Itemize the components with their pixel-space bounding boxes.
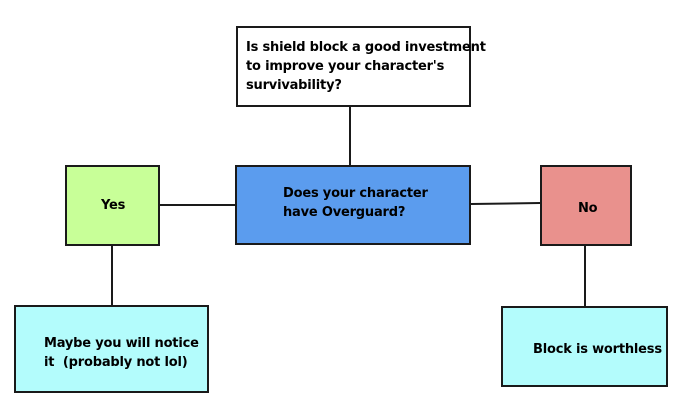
maybe-line-2: it (probably not lol) (44, 355, 188, 370)
connector-overguard-to-no (470, 202, 541, 205)
question-line-3: survivability? (246, 78, 342, 93)
maybe-result-box: Maybe you will notice it (probably not l… (14, 305, 209, 393)
overguard-decision-box: Does your character have Overguard? (235, 165, 471, 245)
overguard-line-1: Does your character (283, 186, 428, 201)
no-label: No (578, 201, 598, 216)
question-line-1: Is shield block a good investment (246, 40, 486, 55)
maybe-line-1: Maybe you will notice (44, 336, 199, 351)
no-box: No (540, 165, 632, 246)
yes-label: Yes (101, 198, 126, 213)
yes-box: Yes (65, 165, 160, 246)
worthless-result-box: Block is worthless (501, 306, 668, 387)
question-line-2: to improve your character's (246, 59, 445, 74)
worthless-label: Block is worthless (533, 342, 662, 357)
question-box: Is shield block a good investment to imp… (236, 26, 486, 107)
overguard-line-2: have Overguard? (283, 205, 406, 220)
